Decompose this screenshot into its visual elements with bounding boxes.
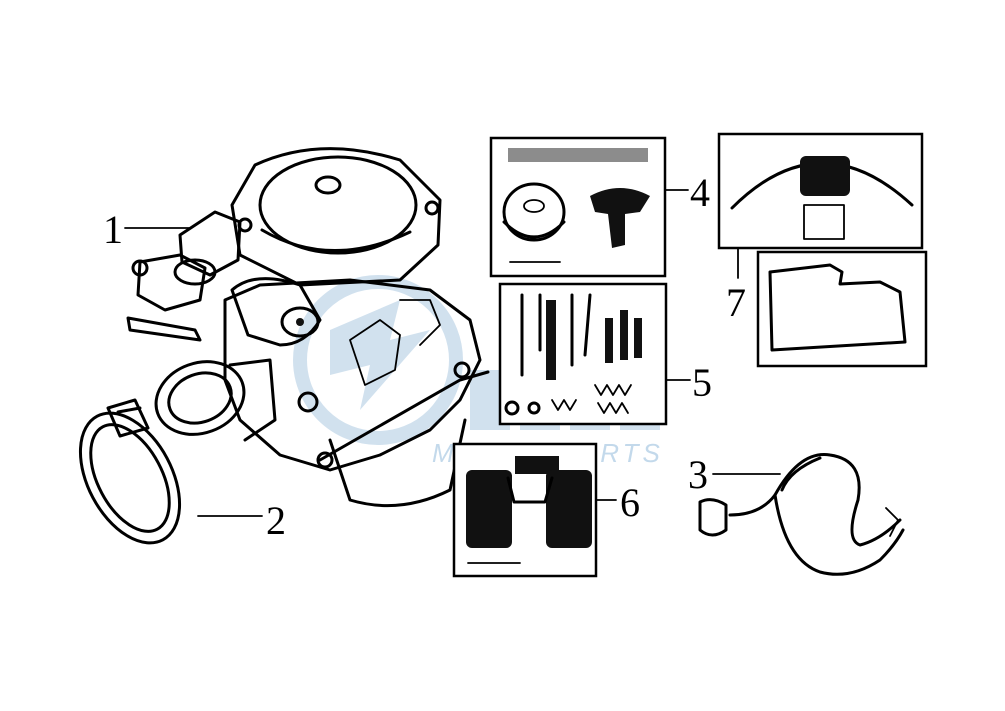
idle-jet: [634, 318, 642, 358]
cable-terminal: [885, 507, 899, 537]
body-detail-b: [399, 299, 441, 346]
callout-3[interactable]: 3: [688, 452, 708, 497]
main-body: [223, 278, 482, 472]
intake-spigot-outer: [154, 360, 246, 436]
cable-inner: [780, 456, 822, 492]
clamp-screw-housing: [106, 398, 150, 438]
top-cap-screw-right: [424, 200, 440, 216]
diaphragm-center: [523, 199, 545, 213]
slide-valve: [590, 188, 650, 248]
float-right: [546, 470, 592, 548]
lever-eye: [173, 258, 217, 286]
main-jet-tube: [546, 300, 556, 380]
clamp-ring-inner: [89, 423, 171, 533]
callout-7[interactable]: 7: [726, 280, 746, 325]
leader-lines: [124, 189, 781, 517]
float-pivot: [515, 456, 559, 474]
pilot-jet: [605, 318, 613, 363]
float-bridge: [506, 476, 554, 504]
starter-jet: [620, 310, 628, 360]
body-detail-a: [349, 319, 401, 386]
callout-4[interactable]: 4: [690, 170, 710, 215]
kit-box-6: [452, 442, 598, 578]
o-ring-small: [504, 400, 520, 416]
top-cap-dome: [258, 155, 418, 255]
kit-box-7: [717, 132, 928, 368]
spring-a: [551, 399, 577, 411]
diaphragm-disc: [502, 182, 566, 242]
watermark-bolt: [330, 300, 430, 410]
callout-2[interactable]: 2: [266, 498, 286, 543]
clamp-ring: [78, 398, 182, 545]
fuel-valve-tag: [803, 204, 845, 240]
cable-plug: [698, 498, 728, 537]
clamp-screw: [116, 406, 142, 414]
kit-box-4-label-strip: [508, 148, 648, 162]
spring-c: [597, 402, 629, 414]
side-chamber: [230, 277, 322, 347]
bowl-screw-right: [453, 361, 471, 379]
lever-pivot: [131, 259, 149, 277]
top-cap-outline: [230, 147, 442, 287]
fuel-valve: [800, 156, 850, 196]
float-bowl: [328, 418, 467, 508]
throttle-lever: [136, 253, 207, 312]
cable-return: [773, 493, 905, 576]
pilot-screw: [583, 293, 592, 357]
diaphragm-skirt: [502, 220, 566, 239]
top-cap-nipple: [314, 175, 342, 195]
clamp-ring-outer: [78, 411, 182, 545]
bowl-screw-left: [316, 451, 334, 469]
side-chamber-cap: [280, 306, 320, 338]
body-screw: [297, 391, 319, 413]
carburetor-body: [126, 147, 490, 508]
kit-box-4: [489, 136, 667, 278]
intake-neck: [228, 358, 277, 442]
kit-box-5: [498, 282, 668, 426]
side-chamber-bolt: [296, 318, 304, 326]
callout-5[interactable]: 5: [692, 360, 712, 405]
washer: [527, 401, 541, 415]
adjust-screw: [126, 316, 202, 342]
bowl-gasket: [768, 263, 907, 352]
float-left: [466, 470, 512, 548]
callout-1[interactable]: 1: [103, 207, 123, 252]
spring-b: [594, 384, 632, 396]
bowl-edge: [318, 370, 490, 462]
cable-loop: [728, 453, 902, 547]
top-cap-rim: [260, 228, 412, 252]
callout-6[interactable]: 6: [620, 480, 640, 525]
callout-labels: 1 2 3 4 5 6 7: [103, 170, 746, 543]
auto-choke-cable: [698, 453, 905, 576]
intake-spigot-inner: [167, 371, 233, 425]
